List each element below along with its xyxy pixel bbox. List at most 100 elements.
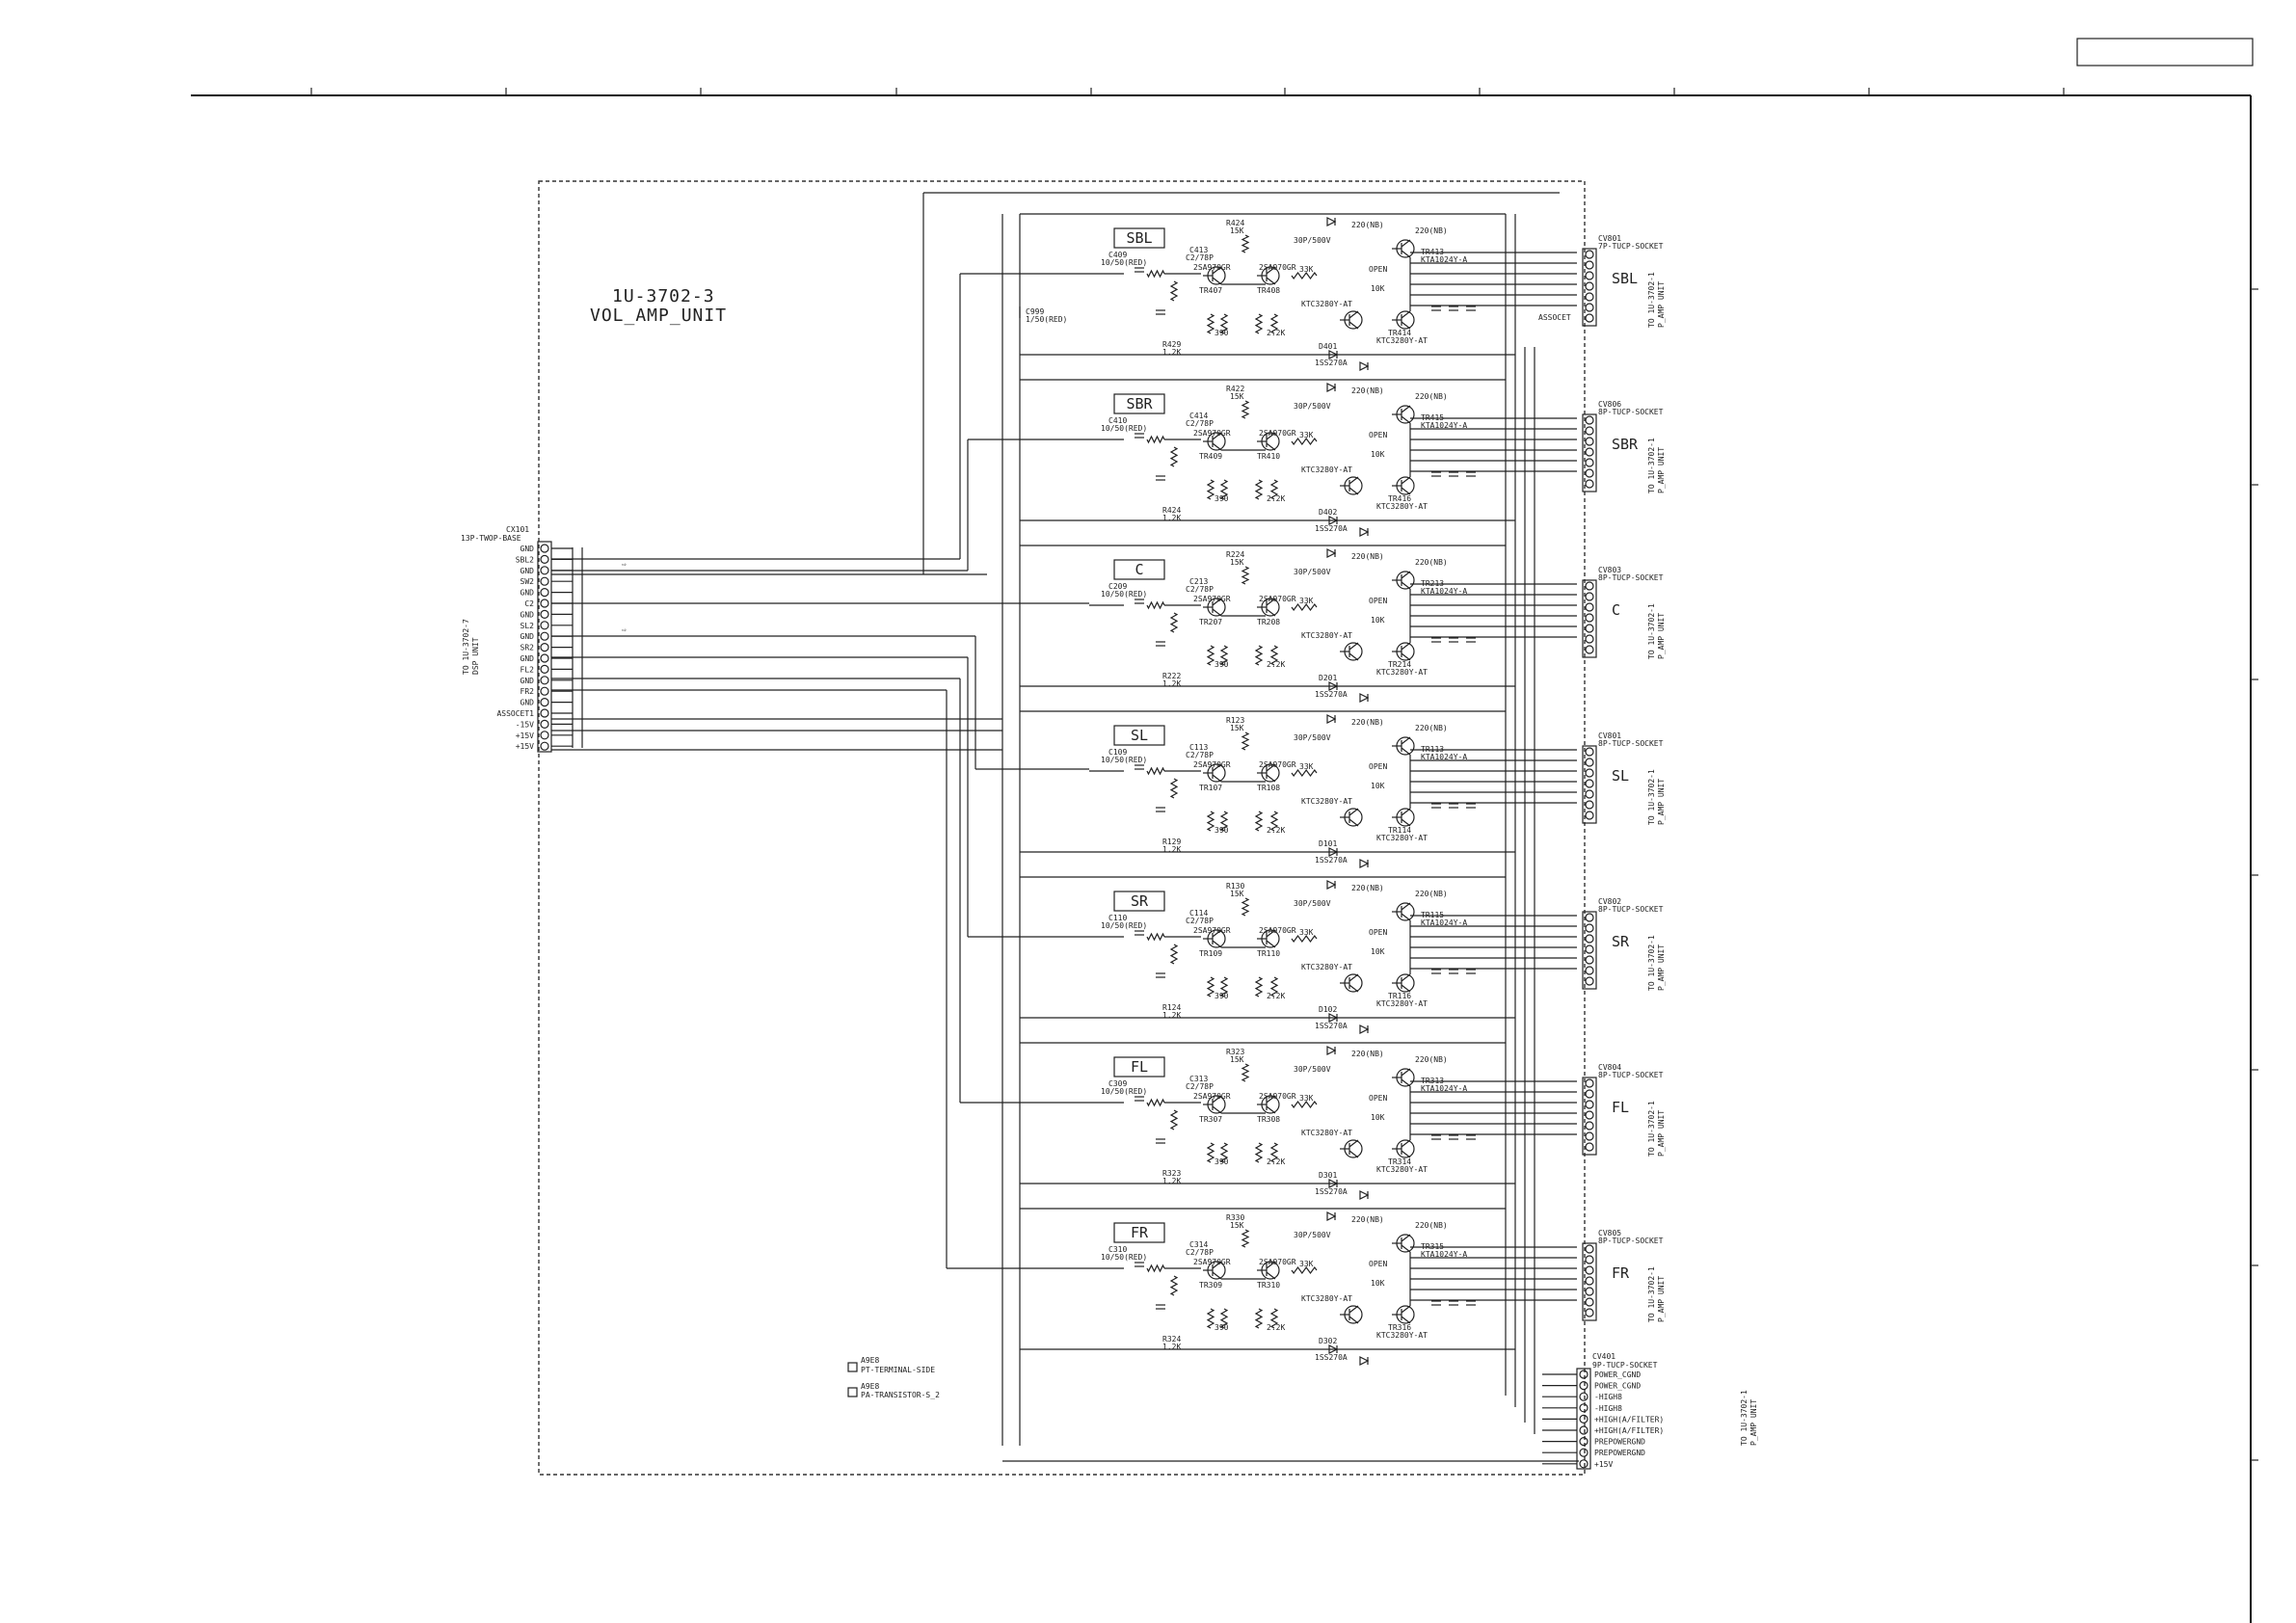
input-resistor	[1146, 1098, 1165, 1107]
power-connector-pin	[1579, 1448, 1589, 1457]
pair-transistor-b-collector	[1266, 1095, 1276, 1104]
pair-transistor-a-collector	[1212, 1095, 1222, 1104]
comp-cap-ref: C114	[1189, 909, 1208, 918]
feedback-resistor	[1241, 1229, 1250, 1248]
output-lo-pn: KTC3280Y-AT	[1376, 999, 1428, 1008]
clamp-diode-2-triangle	[1359, 859, 1370, 868]
input-cap-ref: C110	[1108, 914, 1127, 922]
socket-type: 8P-TUCP-SOCKET	[1598, 739, 1664, 748]
output-transistor-lo-emitter	[1401, 487, 1411, 495]
bias-resistor	[1169, 1275, 1179, 1296]
mid-resistor-value: 33K	[1299, 1094, 1314, 1103]
channel-label-box	[1113, 393, 1165, 414]
comp-cap-ref: C113	[1189, 743, 1208, 752]
power-connector-pin	[1579, 1414, 1589, 1424]
socket-side-label-2: P_AMP UNIT	[1657, 281, 1666, 328]
emitter-resistor-value: 2.2K	[1267, 660, 1285, 669]
input-cap-ref: C409	[1108, 251, 1127, 259]
bias-resistor-ref: R324	[1162, 1335, 1181, 1344]
driver-pn: KTC3280Y-AT	[1301, 1129, 1352, 1137]
socket-pin	[1585, 1297, 1594, 1307]
pair-a-ref: TR407	[1199, 286, 1222, 295]
socket-side-label-1: TO 1U-3702-1	[1647, 1266, 1656, 1322]
bias-resistor-value: 1.2K	[1162, 679, 1181, 688]
socket-body	[1582, 579, 1597, 658]
emitter-resistor	[1206, 479, 1215, 500]
socket-pin	[1585, 1308, 1594, 1317]
pair-transistor-a-emitter	[1212, 774, 1222, 783]
output-lo-ref: TR116	[1388, 992, 1411, 1000]
comp-cap-label: 30P/500V	[1294, 568, 1331, 576]
input-connector-pin	[540, 664, 549, 675]
page-frame	[191, 38, 2258, 1623]
driver-transistor-emitter	[1348, 652, 1359, 661]
input-cap-value: 10/50(RED)	[1101, 424, 1147, 433]
output-transistor-lo-emitter	[1401, 984, 1411, 993]
emitter-resistor	[1206, 1142, 1215, 1163]
pair-transistor-b	[1257, 266, 1280, 285]
socket-pin	[1585, 811, 1594, 820]
feedback-resistor-value: 15K	[1230, 1221, 1244, 1230]
output-transistor-hi	[1392, 736, 1415, 756]
note-2-text: PA-TRANSISTOR-S_2	[861, 1391, 940, 1399]
input-connector-pin	[540, 741, 549, 751]
power-connector-pin-label: -HIGH8	[1594, 1404, 1622, 1413]
emitter-resistor	[1219, 645, 1229, 666]
socket-channel-label: SR	[1612, 933, 1630, 950]
power-connector-pin	[1579, 1459, 1589, 1469]
socket-pin	[1585, 447, 1594, 457]
mid-resistor	[1291, 1265, 1318, 1275]
bias-resistor-220: 220(NB)	[1351, 884, 1384, 892]
pair-transistor-a-emitter	[1212, 1271, 1222, 1280]
title-box	[2076, 38, 2254, 67]
open-label: OPEN	[1369, 1260, 1387, 1268]
pair-transistor-a-collector	[1212, 929, 1222, 938]
input-connector-pin-label: +15V	[516, 742, 534, 751]
comp-cap-value: C2/78P	[1186, 253, 1214, 262]
channel-label-box	[1113, 227, 1165, 249]
pair-transistor-b-collector	[1266, 1261, 1276, 1269]
socket-pin	[1585, 415, 1594, 425]
emitter-resistor	[1254, 1142, 1264, 1163]
emitter-resistor	[1254, 811, 1264, 832]
comp-cap-label: 30P/500V	[1294, 402, 1331, 411]
socket-pin	[1585, 1244, 1594, 1254]
socket-pin	[1585, 923, 1594, 933]
mid-resistor-value: 33K	[1299, 928, 1314, 937]
channel-label: FL	[1131, 1058, 1148, 1076]
socket-pin	[1585, 313, 1594, 323]
open-label: OPEN	[1369, 265, 1387, 274]
socket-side-label-1: TO 1U-3702-1	[1647, 1101, 1656, 1157]
bias-diode-triangle	[1326, 548, 1337, 558]
clamp-diode-2-triangle	[1359, 1024, 1370, 1034]
power-connector-pin	[1579, 1425, 1589, 1435]
pair-transistor-a-collector	[1212, 763, 1222, 772]
input-connector-pin-label: GND	[521, 654, 535, 663]
pair-transistor-b	[1257, 598, 1280, 617]
pair-transistor-b-emitter	[1266, 1271, 1276, 1280]
bias-diode-triangle	[1326, 1046, 1337, 1055]
board-name: VOL_AMP_UNIT	[590, 306, 727, 326]
diode-value: 1SS270A	[1315, 1022, 1348, 1030]
emitter-resistor-value: 390	[1215, 1157, 1229, 1166]
bias-resistor-ref: R124	[1162, 1003, 1181, 1012]
power-connector-pin-label: +15V	[1594, 1460, 1613, 1469]
output-transistor-hi-emitter	[1401, 913, 1411, 921]
input-cap-value: 10/50(RED)	[1101, 1253, 1147, 1262]
pair-transistor-a-emitter	[1212, 1105, 1222, 1114]
input-cap-value: 10/50(RED)	[1101, 756, 1147, 764]
socket-pin	[1585, 426, 1594, 436]
socket-side-label-1: TO 1U-3702-1	[1647, 603, 1656, 659]
pair-b-ref: TR310	[1257, 1281, 1280, 1290]
channel-label: SR	[1131, 892, 1149, 910]
emitter-resistor-value: 390	[1215, 494, 1229, 503]
emitter-resistor	[1206, 976, 1215, 998]
feedback-resistor-ref: R224	[1226, 550, 1244, 559]
input-connector-ref: CX101	[506, 525, 529, 534]
mid-resistor	[1291, 1100, 1318, 1109]
driver-pn: KTC3280Y-AT	[1301, 797, 1352, 806]
driver-transistor-collector	[1348, 642, 1359, 651]
pair-transistor-a-emitter	[1212, 608, 1222, 617]
pair-b-pn: 2SA970GR	[1259, 760, 1296, 769]
